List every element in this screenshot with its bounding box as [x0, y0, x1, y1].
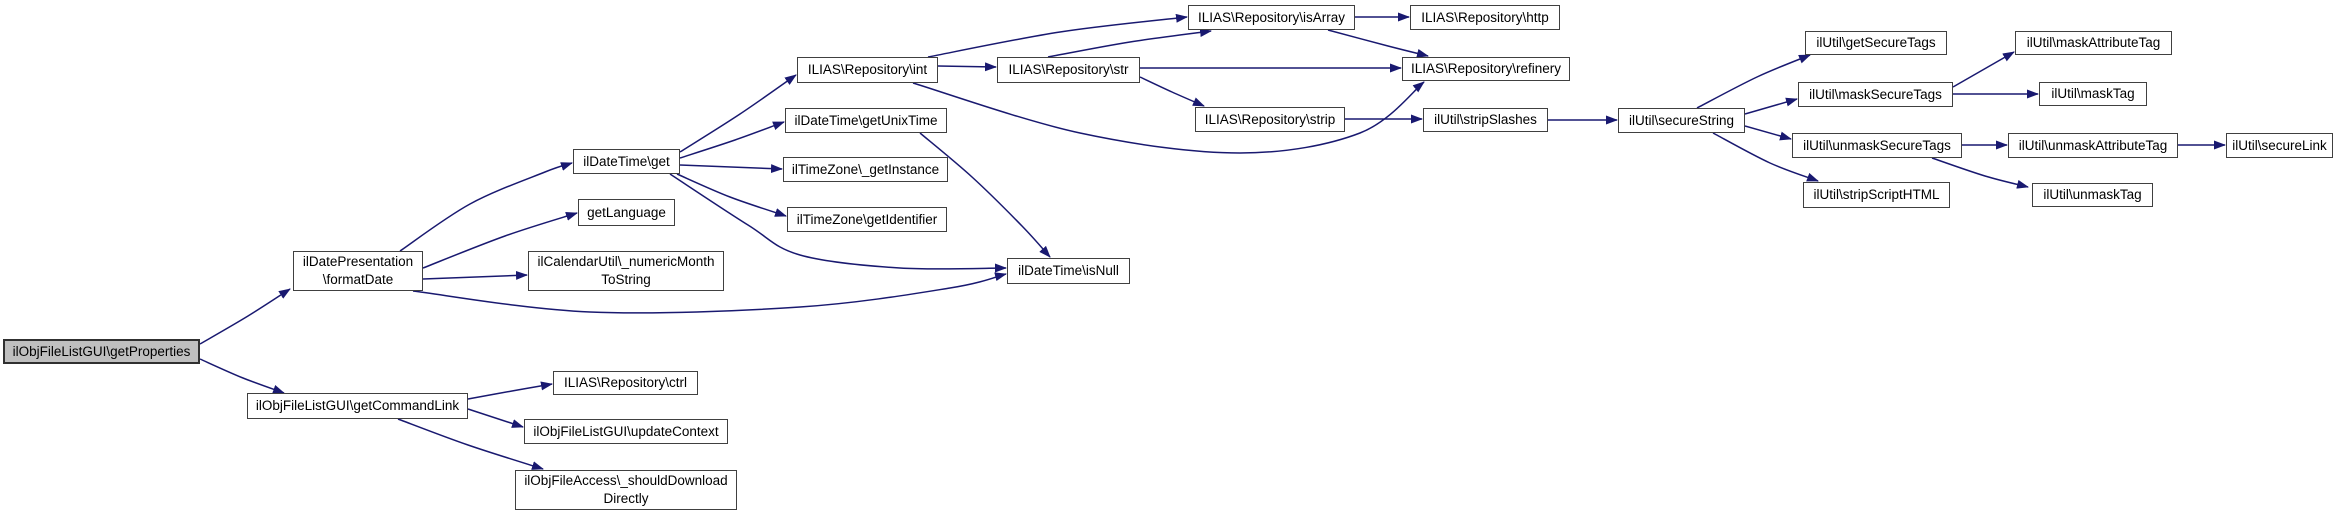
graph-node-stripSlashes[interactable]: ilUtil\stripSlashes — [1423, 108, 1548, 132]
graph-node-label: ILIAS\Repository\int — [807, 62, 928, 78]
graph-node-unmaskSecureTags[interactable]: ilUtil\unmaskSecureTags — [1792, 133, 1962, 158]
graph-node-dateTimeGet[interactable]: ilDateTime\get — [573, 149, 680, 174]
graph-node-label: ilUtil\unmaskTag — [2043, 187, 2142, 203]
edge-secureString-to-maskSecureTags — [1744, 97, 1798, 115]
edge-secureString-to-stripScriptHTML — [1712, 132, 1819, 182]
edge-formatDate-to-numericMonthToString — [422, 270, 528, 280]
graph-node-unmaskTag[interactable]: ilUtil\unmaskTag — [2032, 183, 2153, 207]
graph-node-getProperties: ilObjFileListGUI\getProperties — [3, 339, 200, 364]
graph-node-getSecureTags[interactable]: ilUtil\getSecureTags — [1805, 31, 1947, 55]
edge-secureString-to-unmaskSecureTags — [1744, 125, 1792, 141]
edge-getCommandLink-to-ctrl — [467, 381, 553, 400]
graph-node-label: Directly — [603, 491, 649, 506]
edge-getProperties-to-formatDate — [199, 288, 291, 345]
graph-node-getLanguage[interactable]: getLanguage — [578, 199, 675, 226]
graph-node-ctrl[interactable]: ILIAS\Repository\ctrl — [553, 371, 698, 395]
graph-node-label: ilUtil\secureString — [1628, 112, 1735, 128]
graph-node-label: ilObjFileListGUI\getCommandLink — [255, 398, 460, 414]
graph-node-label: getLanguage — [587, 204, 666, 220]
edge-repoInt-to-repoStr — [937, 62, 997, 72]
graph-node-label: ilCalendarUtil\_numericMonth — [537, 254, 715, 270]
graph-node-maskSecureTags[interactable]: ilUtil\maskSecureTags — [1798, 82, 1953, 107]
graph-node-updateContext[interactable]: ilObjFileListGUI\updateContext — [524, 419, 728, 444]
edge-dateTimeGet-to-getUnixTime — [679, 121, 785, 159]
graph-node-label: ilUtil\maskSecureTags — [1809, 86, 1942, 102]
graph-node-label: ILIAS\Repository\isArray — [1197, 9, 1346, 25]
graph-node-label: ilDateTime\getUnixTime — [794, 112, 938, 128]
graph-node-isArray[interactable]: ILIAS\Repository\isArray — [1188, 5, 1355, 30]
edge-maskSecureTags-to-maskAttributeTag — [1952, 51, 2015, 88]
graph-node-repoStr[interactable]: ILIAS\Repository\str — [997, 57, 1140, 83]
graph-node-getUnixTime[interactable]: ilDateTime\getUnixTime — [785, 108, 947, 133]
edge-secureString-to-getSecureTags — [1696, 54, 1811, 109]
edge-formatDate-to-getLanguage — [422, 212, 578, 269]
graph-node-label: ilUtil\getSecureTags — [1816, 35, 1936, 51]
edge-formatDate-to-isNull — [412, 272, 1007, 314]
edge-repoStr-to-isArray — [1047, 28, 1212, 58]
graph-node-label: ilUtil\secureLink — [2232, 137, 2327, 153]
graph-node-repoInt[interactable]: ILIAS\Repository\int — [797, 57, 938, 83]
graph-node-http[interactable]: ILIAS\Repository\http — [1410, 5, 1560, 30]
edge-getCommandLink-to-updateContext — [467, 408, 524, 428]
graph-node-unmaskAttributeTag[interactable]: ilUtil\unmaskAttributeTag — [2008, 133, 2178, 158]
edge-dateTimeGet-to-getInstance — [679, 164, 783, 174]
graph-node-getCommandLink[interactable]: ilObjFileListGUI\getCommandLink — [247, 393, 468, 419]
graph-node-label: ILIAS\Repository\refinery — [1410, 61, 1562, 77]
graph-node-label: ilUtil\unmaskSecureTags — [1803, 137, 1951, 153]
graph-node-getInstance[interactable]: ilTimeZone\_getInstance — [783, 157, 948, 182]
graph-node-label: ILIAS\Repository\http — [1421, 9, 1549, 25]
edge-getUnixTime-to-isNull — [919, 132, 1051, 258]
graph-node-maskTag[interactable]: ilUtil\maskTag — [2039, 82, 2147, 106]
graph-node-label: ilDateTime\isNull — [1018, 263, 1119, 279]
graph-node-formatDate[interactable]: ilDatePresentation \formatDate — [293, 251, 423, 291]
graph-node-label: ilUtil\stripSlashes — [1434, 112, 1537, 128]
edges-group — [199, 12, 2226, 470]
graph-node-label: ilObjFileListGUI\updateContext — [533, 423, 719, 439]
graph-node-getIdentifier[interactable]: ilTimeZone\getIdentifier — [787, 207, 947, 232]
graph-node-maskAttributeTag[interactable]: ilUtil\maskAttributeTag — [2015, 31, 2172, 55]
edge-repoInt-to-refinery — [912, 81, 1425, 154]
edge-getCommandLink-to-shouldDownloadDirectly — [397, 418, 544, 470]
graph-node-repoStrip[interactable]: ILIAS\Repository\strip — [1195, 107, 1345, 132]
graph-node-isNull[interactable]: ilDateTime\isNull — [1007, 258, 1130, 284]
edge-repoInt-to-isArray — [927, 13, 1188, 58]
edge-dateTimeGet-to-isNull — [669, 173, 1007, 273]
edge-dateTimeGet-to-repoInt — [679, 74, 797, 153]
edge-isArray-to-refinery — [1327, 29, 1429, 58]
graph-node-label: ilTimeZone\_getInstance — [791, 161, 940, 177]
graph-node-secureLink[interactable]: ilUtil\secureLink — [2226, 133, 2333, 158]
edge-dateTimeGet-to-getIdentifier — [676, 173, 787, 217]
graph-node-stripScriptHTML[interactable]: ilUtil\stripScriptHTML — [1803, 182, 1950, 208]
edge-repoStr-to-repoStrip — [1139, 76, 1205, 107]
graph-node-label: ilTimeZone\getIdentifier — [796, 211, 938, 227]
graph-node-label: ILIAS\Repository\strip — [1204, 111, 1336, 127]
graph-node-label: ilDateTime\get — [583, 153, 670, 169]
graph-node-label: ToString — [601, 272, 651, 287]
graph-node-label: ILIAS\Repository\str — [1008, 62, 1129, 78]
graph-node-refinery[interactable]: ILIAS\Repository\refinery — [1402, 57, 1570, 81]
edge-formatDate-to-dateTimeGet — [399, 162, 573, 252]
graph-node-label: ILIAS\Repository\ctrl — [563, 375, 688, 391]
graph-node-label: ilUtil\maskAttributeTag — [2026, 35, 2161, 51]
edge-getProperties-to-getCommandLink — [199, 358, 285, 394]
graph-node-label: \formatDate — [322, 272, 394, 287]
graph-node-label: ilUtil\unmaskAttributeTag — [2018, 137, 2168, 153]
graph-node-label: ilUtil\maskTag — [2051, 86, 2135, 102]
graph-node-label: ilUtil\stripScriptHTML — [1813, 187, 1940, 203]
graph-node-label: ilDatePresentation — [302, 254, 414, 270]
graph-node-label: ilObjFileListGUI\getProperties — [12, 343, 191, 359]
edge-unmaskSecureTags-to-unmaskTag — [1931, 157, 2029, 189]
graph-node-label: ilObjFileAccess\_shouldDownload — [524, 473, 728, 489]
graph-node-secureString[interactable]: ilUtil\secureString — [1618, 108, 1745, 133]
